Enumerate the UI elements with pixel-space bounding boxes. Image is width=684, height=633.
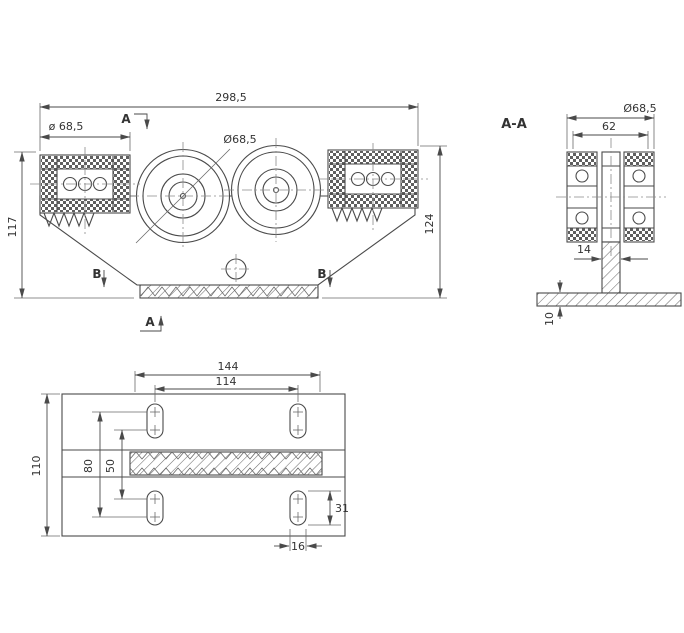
dim-hole-pitch-vertical-outer: 80 — [82, 459, 95, 473]
dim-slot-width: 16 — [291, 540, 305, 553]
dim-overall-width: 298,5 — [215, 91, 247, 104]
dim-height-right: 124 — [423, 214, 436, 235]
section-view-label: A-A — [501, 117, 527, 132]
section-marker-a-top: A — [121, 112, 131, 126]
dim-base-thickness: 10 — [543, 312, 556, 326]
dim-bearing-diameter: ø 68,5 — [49, 120, 84, 133]
dim-roller-diameter: Ø68,5 — [623, 102, 656, 115]
wheel-right — [224, 138, 328, 242]
dim-hole-pitch-vertical-inner: 50 — [104, 459, 117, 473]
bearing-left — [30, 147, 140, 235]
dim-slot-length: 31 — [335, 502, 349, 515]
front-view-dimensions: 298,5 ø 68,5 A Ø68,5 117 124 B B — [6, 91, 447, 332]
dim-hole-pitch-horizontal: 114 — [216, 375, 237, 388]
plan-view: 144 114 110 80 50 31 — [30, 360, 349, 553]
base-plate-section — [536, 292, 682, 307]
section-marker-b-left: B — [92, 267, 101, 281]
dim-height-left: 117 — [6, 217, 19, 238]
rail-serration — [140, 286, 317, 297]
dim-mount-width: 144 — [218, 360, 239, 373]
front-view: 298,5 ø 68,5 A Ø68,5 117 124 B B — [6, 91, 447, 332]
channel-serration-top — [129, 451, 323, 460]
section-marker-b-right: B — [317, 267, 326, 281]
section-view: A-A — [501, 102, 682, 326]
mount-slots — [146, 403, 307, 526]
plan-view-dimensions: 144 114 110 80 50 31 — [30, 360, 349, 553]
dim-plate-depth: 110 — [30, 456, 43, 477]
dim-roller-width: 62 — [602, 120, 616, 133]
rail-channel — [129, 451, 323, 476]
section-marker-a-bottom: A — [145, 315, 155, 329]
dim-web-thickness: 14 — [577, 243, 591, 256]
section-view-dimensions: Ø68,5 62 14 10 — [543, 102, 657, 326]
bearing-right — [318, 143, 428, 230]
channel-serration-bottom — [129, 467, 323, 476]
dim-wheel-diameter: Ø68,5 — [223, 133, 256, 146]
